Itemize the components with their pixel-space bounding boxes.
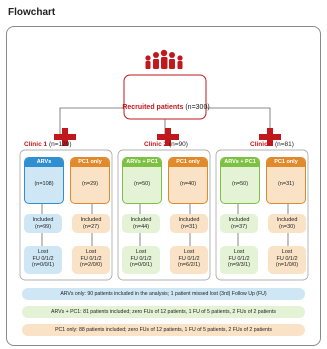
clinic-2-label: Clinic 2 (n=90) [144,141,188,148]
summary-pc1-only: PC1 only: 88 patients included; zero FUs… [22,324,305,336]
clinic-1-arm-b: PC1 only (n=29) [70,157,110,204]
clinic-2-arm-b: PC1 only (n=40) [168,157,208,204]
clinic-3-arm-a: ARVs + PC1 (n=50) [220,157,260,204]
clinic-3-included-a: Included(n=37) [220,214,258,233]
clinic-3-arm-b: PC1 only (n=31) [266,157,306,204]
clinic-2-included-b: Included(n=31) [170,214,208,233]
recruited-label: Recruited patients (n=300) [122,104,210,111]
clinic-1-included-a: Included(n=99) [24,214,62,233]
summary-arvs-pc1: ARVs + PC1: 81 patients included; zero F… [22,306,305,318]
clinic-3-label: Clinic 3 (n=81) [250,141,294,148]
clinic-2-included-a: Included(n=44) [122,214,160,233]
medical-cross-icons [54,128,281,146]
people-icon [145,49,183,69]
clinic-3-included-b: Included(n=30) [268,214,306,233]
clinic-2-arm-a: ARVs + PC1 (n=50) [122,157,162,204]
page-title: Flowchart [8,7,56,18]
summary-arvs-only: ARVs only: 90 patients included in the a… [22,288,305,300]
clinic-1-label: Clinic 1 (n=129) [24,141,72,148]
clinic-1-arm-a: ARVs (n=108) [24,157,64,204]
clinic-1-included-b: Included(n=27) [72,214,110,233]
